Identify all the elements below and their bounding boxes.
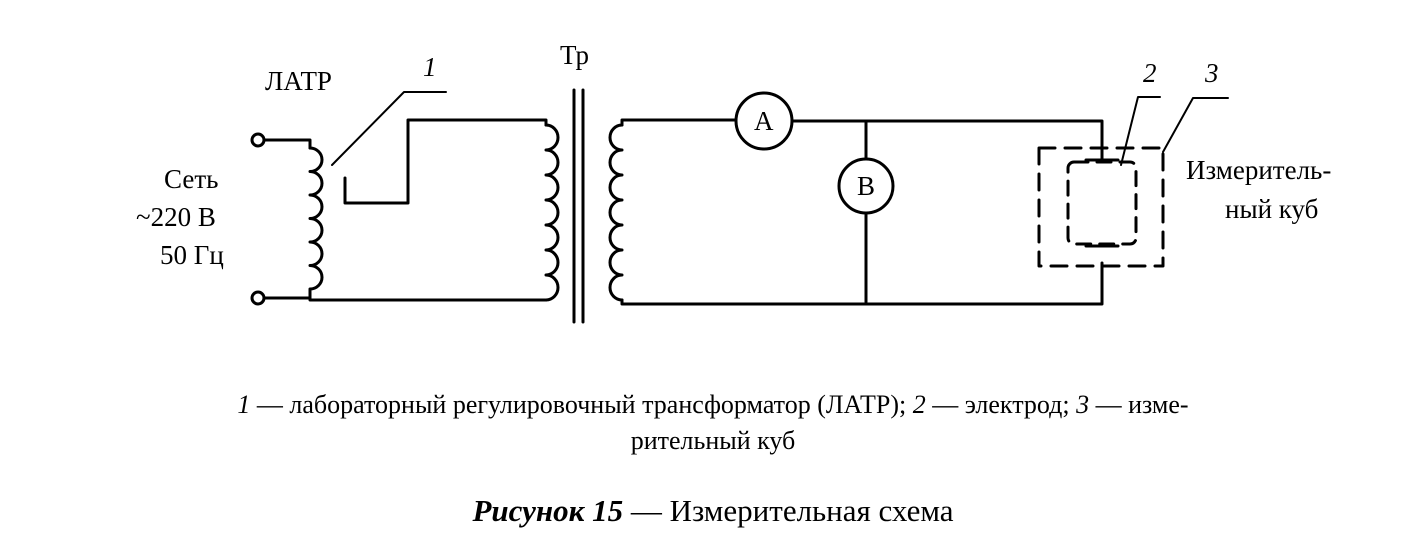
- callout-2: 2: [1143, 58, 1157, 88]
- latr-slider-wire: [343, 118, 548, 205]
- input-terminal-top: [250, 132, 266, 148]
- leader-line-3: [1162, 97, 1229, 153]
- secondary-wire-bottom: [620, 261, 1104, 306]
- callout-3: 3: [1205, 58, 1219, 88]
- transformer-label: Тр: [560, 40, 589, 70]
- ammeter-symbol: A: [754, 106, 774, 136]
- figure-caption-text: — Измерительная схема: [623, 493, 954, 528]
- leader-line-1: [331, 91, 447, 166]
- figure-caption-prefix: Рисунок 15: [472, 493, 624, 528]
- wire-after-ammeter: [790, 119, 1104, 162]
- legend-item2-text: — электрод;: [925, 390, 1077, 419]
- callout-1: 1: [423, 52, 437, 82]
- electrode: [1066, 160, 1138, 246]
- legend-item3-number: 3: [1076, 390, 1090, 419]
- input-terminal-bottom: [250, 290, 266, 306]
- figure-legend: 1 — лабораторный регулировочный трансфор…: [0, 392, 1426, 418]
- measuring-cube: [1037, 146, 1165, 268]
- latr-return-wire: [308, 288, 548, 302]
- latr-label: ЛАТР: [265, 66, 332, 96]
- legend-item3-text: — изме-: [1089, 390, 1189, 419]
- measuring-cube-label-line1: Измеритель-: [1186, 155, 1332, 185]
- secondary-wire-top: [620, 118, 738, 127]
- transformer-secondary-coil: [608, 123, 624, 302]
- measuring-cube-label-line2: ный куб: [1225, 194, 1319, 224]
- legend-item1-text: — лабораторный регулировочный трансформа…: [250, 390, 913, 419]
- legend-item2-number: 2: [912, 390, 926, 419]
- transformer-primary-coil: [544, 123, 560, 302]
- mains-label-line2: ~220 В: [136, 202, 216, 232]
- mains-label-line1: Сеть: [164, 164, 219, 194]
- voltmeter-symbol: B: [857, 171, 876, 201]
- figure-caption: Рисунок 15 — Измерительная схема: [0, 495, 1426, 526]
- latr-coil: [308, 146, 324, 291]
- figure-legend-line2: рительный куб: [630, 426, 796, 455]
- leader-line-2: [1120, 96, 1161, 166]
- input-wire-top: [262, 138, 312, 150]
- legend-item1-number: 1: [237, 390, 251, 419]
- input-wire-bottom: [262, 288, 312, 300]
- mains-label-line3: 50 Гц: [160, 240, 224, 270]
